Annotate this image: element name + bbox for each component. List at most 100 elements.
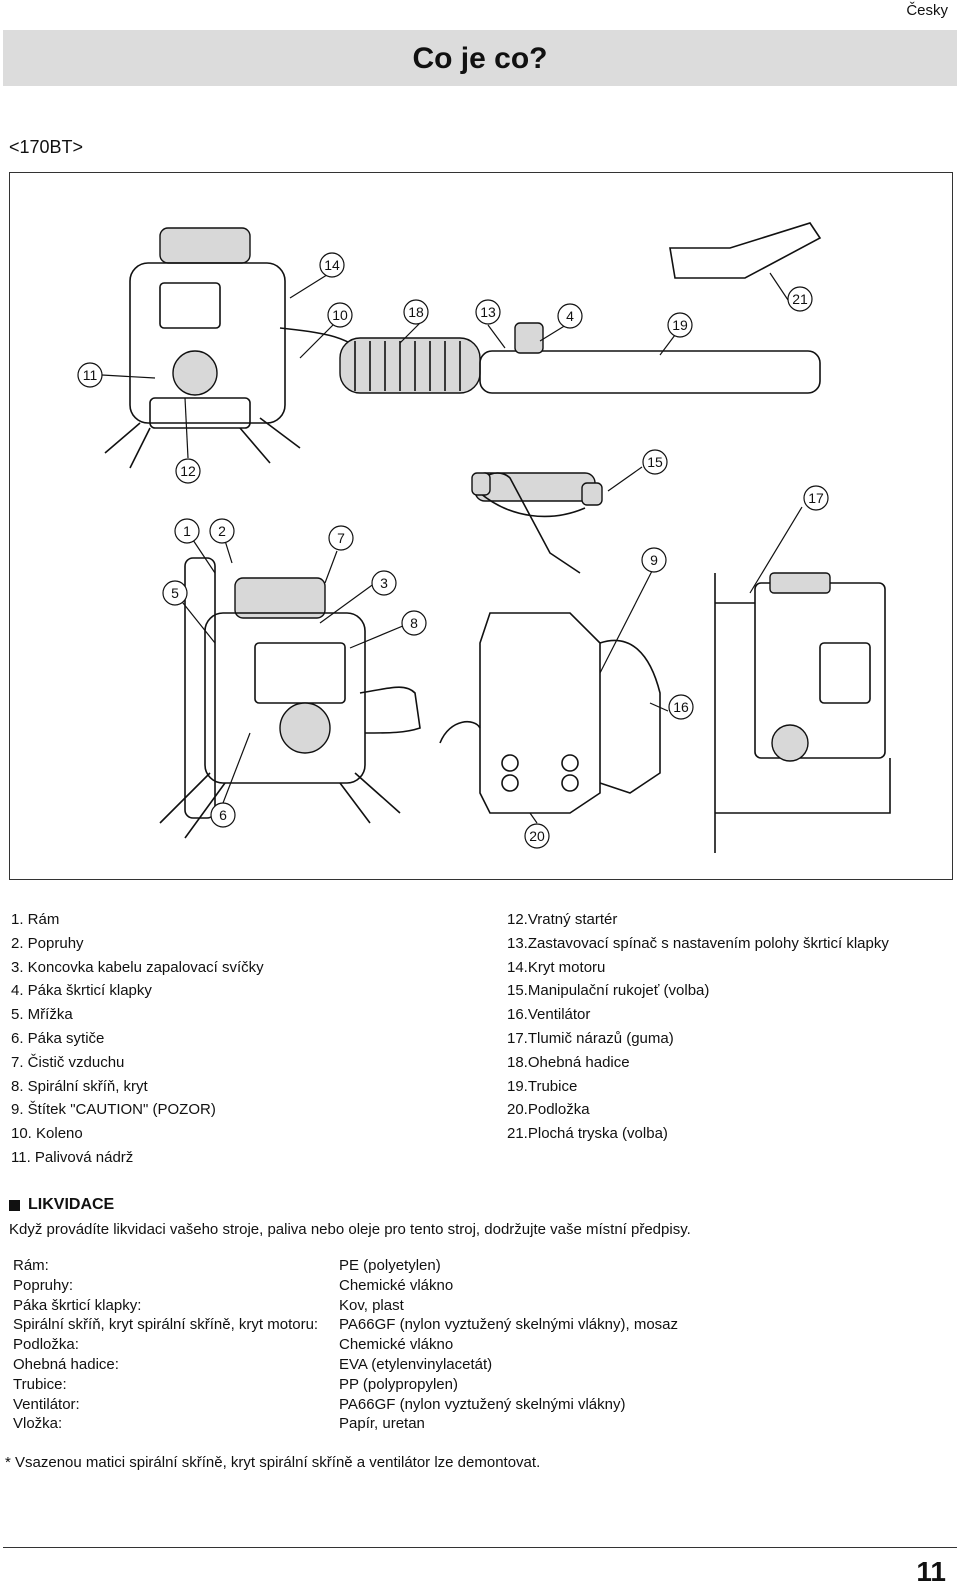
svg-text:12: 12 <box>180 463 196 479</box>
material-value: Kov, plast <box>339 1296 404 1314</box>
materials-row: Páka škrticí klapky: Kov, plast <box>13 1296 678 1316</box>
material-value: PA66GF (nylon vyztužený skelnými vlákny)… <box>339 1316 679 1334</box>
materials-row: Rám:PE (polyetylen) <box>13 1256 678 1276</box>
callout-5: 5 <box>162 580 188 606</box>
part-item: 6. Páka sytiče <box>11 1029 105 1047</box>
part-item: 18.Ohebná hadice <box>507 1053 630 1071</box>
part-item: 5. Mřížka <box>11 1006 73 1024</box>
part-item: 20.Podložka <box>507 1101 590 1119</box>
svg-text:11: 11 <box>83 367 98 383</box>
material-part: Ohebná hadice: <box>13 1355 119 1373</box>
materials-row: Spirální skříň, kryt spirální skříně, kr… <box>13 1315 678 1335</box>
callout-15: 15 <box>642 449 668 475</box>
callout-19: 19 <box>667 312 693 338</box>
callout-12: 12 <box>175 458 201 484</box>
parts-list-left: 1. Rám 2. Popruhy 3. Koncovka kabelu zap… <box>11 908 264 1170</box>
callout-17: 17 <box>803 485 829 511</box>
title-band: Co je co? <box>3 30 957 86</box>
svg-text:10: 10 <box>332 307 348 323</box>
material-value: Chemické vlákno <box>339 1276 454 1294</box>
part-item: 15.Manipulační rukojeť (volba) <box>507 982 710 1000</box>
material-value: PP (polypropylen) <box>339 1375 458 1393</box>
svg-text:19: 19 <box>672 317 688 333</box>
blower-bottom-left-drawing <box>159 557 421 839</box>
svg-text:14: 14 <box>324 257 340 273</box>
svg-text:4: 4 <box>566 308 574 324</box>
svg-text:13: 13 <box>480 304 496 320</box>
part-item: 2. Popruhy <box>11 934 84 952</box>
materials-row: Ohebná hadice: EVA (etylenvinylacetát) <box>13 1355 678 1375</box>
part-item: 17.Tlumič nárazů (guma) <box>507 1029 674 1047</box>
materials-row: Vložka: Papír, uretan <box>13 1414 678 1434</box>
blower-illustration: 1 2 3 4 5 6 7 8 9 10 11 12 13 14 15 16 1… <box>77 222 891 853</box>
callout-6: 6 <box>210 802 236 828</box>
language-label: Česky <box>906 2 948 19</box>
part-item: 3. Koncovka kabelu zapalovací svíčky <box>11 958 264 976</box>
materials-table: Rám:PE (polyetylen) Popruhy:Chemické vlá… <box>13 1256 678 1434</box>
callout-11: 11 <box>77 362 103 388</box>
callout-13: 13 <box>475 299 501 325</box>
material-part: Ventilátor: <box>13 1395 80 1413</box>
callout-4: 4 <box>557 303 583 329</box>
part-item: 12.Vratný startér <box>507 911 618 928</box>
svg-text:8: 8 <box>410 615 418 631</box>
callout-18: 18 <box>403 299 429 325</box>
callout-8: 8 <box>401 610 427 636</box>
svg-text:6: 6 <box>219 807 227 823</box>
svg-text:5: 5 <box>171 585 179 601</box>
callout-7: 7 <box>328 525 354 551</box>
callout-9: 9 <box>641 547 667 573</box>
part-item: 13.Zastavovací spínač s nastavením poloh… <box>507 934 889 952</box>
bullet-square-icon <box>9 1199 20 1211</box>
material-part: Rám: <box>13 1257 49 1274</box>
part-item: 16.Ventilátor <box>507 1006 591 1024</box>
handle-drawing <box>471 472 603 518</box>
material-value: PA66GF (nylon vyztužený skelnými vlákny) <box>339 1395 626 1413</box>
material-part: Podložka: <box>13 1336 79 1354</box>
material-part: Trubice: <box>13 1375 67 1393</box>
svg-text:15: 15 <box>647 454 663 470</box>
part-item: 4. Páka škrticí klapky <box>11 982 152 1000</box>
materials-row: Trubice: PP (polypropylen) <box>13 1375 678 1395</box>
part-item: 9. Štítek "CAUTION" (POZOR) <box>11 1101 216 1119</box>
part-item: 10. Koleno <box>11 1125 83 1143</box>
material-part: Páka škrticí klapky: <box>13 1296 142 1314</box>
svg-text:16: 16 <box>673 699 689 715</box>
svg-text:21: 21 <box>792 291 808 307</box>
part-item: 19.Trubice <box>507 1077 578 1095</box>
material-value: EVA (etylenvinylacetát) <box>339 1355 493 1373</box>
material-value: Chemické vlákno <box>339 1336 454 1354</box>
parts-diagram: 1 2 3 4 5 6 7 8 9 10 11 12 13 14 15 16 1… <box>9 172 953 880</box>
callout-20: 20 <box>524 823 550 849</box>
materials-row: Ventilátor: PA66GF (nylon vyztužený skeln… <box>13 1395 678 1415</box>
part-item: 7. Čistič vzduchu <box>11 1053 125 1071</box>
blower-cutaway-drawing <box>714 572 891 853</box>
svg-text:18: 18 <box>408 304 424 320</box>
svg-text:2: 2 <box>218 523 226 539</box>
material-part: Vložka: <box>13 1415 63 1433</box>
callout-16: 16 <box>668 694 694 720</box>
blower-top-drawing <box>104 222 822 469</box>
part-item: 14.Kryt motoru <box>507 958 606 976</box>
footer-rule <box>3 1547 957 1548</box>
model-label: <170BT> <box>9 137 84 157</box>
part-item: 11. Palivová nádrž <box>11 1148 134 1166</box>
part-item: 21.Plochá tryska (volba) <box>507 1125 668 1143</box>
svg-text:9: 9 <box>650 552 658 568</box>
callout-21: 21 <box>787 286 813 312</box>
footnote: * Vsazenou matici spirální skříně, kryt … <box>5 1454 541 1471</box>
svg-text:7: 7 <box>337 530 345 546</box>
disposal-heading-text: LIKVIDACE <box>28 1196 115 1213</box>
disposal-heading: LIKVIDACE <box>9 1196 114 1214</box>
callout-1: 1 <box>174 518 200 544</box>
materials-row: Podložka: Chemické vlákno <box>13 1335 678 1355</box>
callout-2: 2 <box>209 518 235 544</box>
svg-text:20: 20 <box>529 828 545 844</box>
part-item: 1. Rám <box>11 911 60 928</box>
callout-14: 14 <box>319 252 345 278</box>
materials-row: Popruhy:Chemické vlákno <box>13 1276 678 1296</box>
material-part: Spirální skříň, kryt spirální skříně, kr… <box>13 1316 319 1334</box>
page-title: Co je co? <box>412 42 548 75</box>
svg-text:3: 3 <box>380 575 388 591</box>
material-value: Papír, uretan <box>339 1415 425 1433</box>
